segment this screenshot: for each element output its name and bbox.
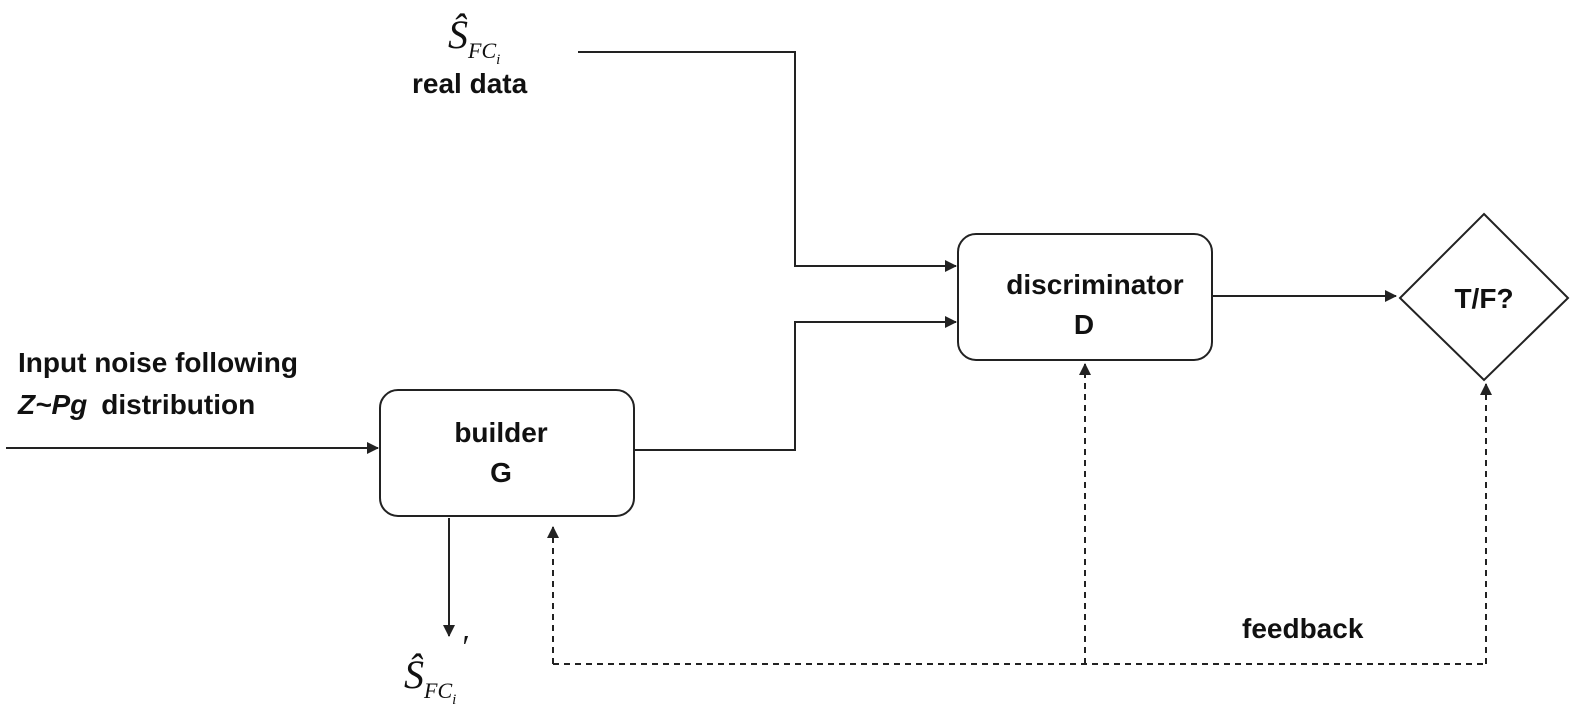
generated-output-symbol: ŜFCi′ — [404, 629, 468, 708]
real-data-subsub: i — [496, 52, 500, 68]
generated-output-subscript: FC — [423, 678, 452, 703]
generated-output-subsub: i — [452, 692, 456, 708]
decision-label: T/F? — [1454, 283, 1513, 314]
builder-label: builder — [454, 417, 547, 448]
decision-diamond — [1398, 212, 1570, 382]
feedback-label: feedback — [1242, 613, 1364, 644]
decision-node: T/F? — [1398, 212, 1570, 382]
edge-builder-to-discriminator — [634, 316, 957, 451]
real-data-symbol: ŜFCi — [448, 12, 500, 68]
discriminator-node: discriminator D — [957, 233, 1213, 361]
builder-symbol: G — [490, 457, 512, 488]
generated-output: ŜFCi′ — [404, 629, 468, 708]
real-data-label: real data — [412, 68, 528, 99]
discriminator-box — [957, 233, 1213, 361]
real-data-input: ŜFCi real data — [412, 12, 528, 99]
builder-node: builder G — [379, 389, 635, 517]
discriminator-label: discriminator — [1006, 269, 1183, 300]
discriminator-symbol: D — [1074, 309, 1094, 340]
builder-box — [379, 389, 635, 517]
noise-distribution-word: distribution — [101, 389, 255, 420]
generated-output-prime: ′ — [460, 629, 468, 666]
noise-input-line1: Input noise following — [18, 347, 298, 378]
noise-input: Input noise following Z~Pg distribution — [17, 347, 298, 420]
noise-input-line2: Z~Pg distribution — [17, 389, 255, 420]
noise-distribution-math: Z~Pg — [17, 389, 87, 420]
real-data-subscript: FC — [467, 38, 496, 63]
edge-real-data-to-discriminator — [578, 51, 957, 272]
